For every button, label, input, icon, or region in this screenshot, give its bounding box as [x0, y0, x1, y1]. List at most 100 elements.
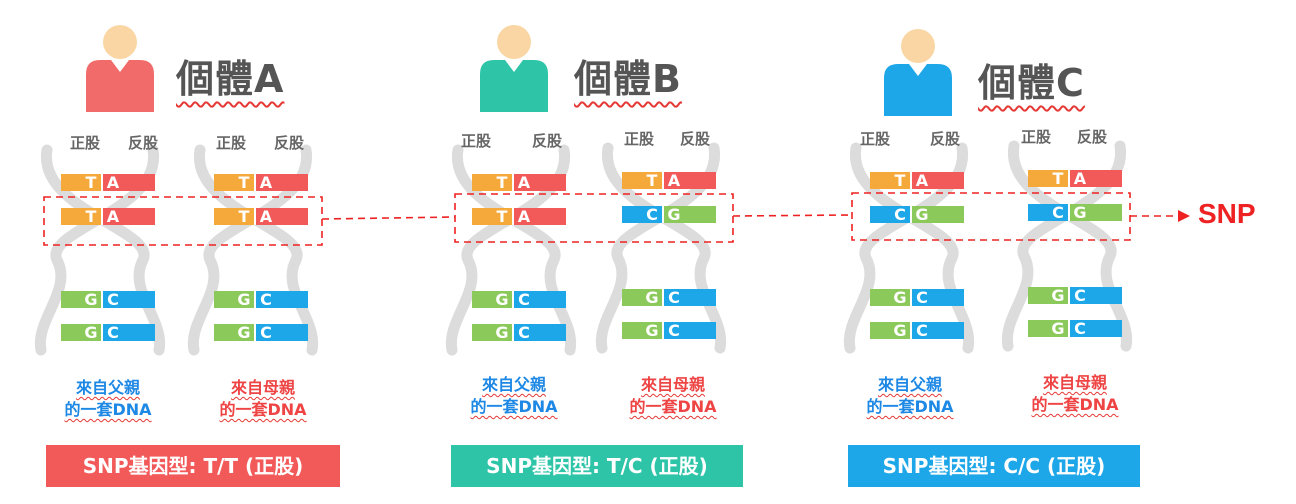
- base-G: [472, 324, 513, 341]
- base-letter: C: [1052, 203, 1064, 222]
- base-letter: G: [1051, 319, 1064, 338]
- base-G: [1028, 287, 1069, 304]
- person-icon: [884, 29, 952, 116]
- person-icon: [86, 25, 154, 112]
- base-G: [870, 289, 911, 306]
- base-T: [61, 208, 102, 225]
- base-letter: A: [518, 207, 531, 226]
- genotype-a: SNP基因型: T/T (正股): [46, 445, 340, 487]
- strand-label-reverse: 反股: [273, 134, 304, 152]
- genotype-b: SNP基因型: T/C (正股): [451, 445, 743, 487]
- base-letter: T: [497, 207, 508, 226]
- base-letter: G: [915, 205, 928, 224]
- person-shirt: [884, 64, 952, 116]
- base-letter: C: [518, 290, 530, 309]
- base-T: [1028, 170, 1069, 187]
- base-letter: C: [668, 288, 680, 307]
- base-letter: G: [645, 321, 658, 340]
- base-C: [513, 324, 566, 341]
- base-letter: G: [893, 288, 906, 307]
- base-C: [102, 324, 155, 341]
- person-collar: [909, 64, 927, 76]
- base-G: [911, 206, 964, 223]
- strand-label-forward: 正股: [1020, 128, 1051, 146]
- base-A: [102, 174, 155, 191]
- base-letter: C: [518, 323, 530, 342]
- individual-a-title: 個體A: [176, 57, 285, 101]
- snp-label: SNP: [1198, 198, 1256, 229]
- base-letter: T: [239, 173, 250, 192]
- base-letter: G: [495, 290, 508, 309]
- strand-label-forward: 正股: [69, 134, 100, 152]
- base-G: [214, 324, 255, 341]
- base-letter: G: [1073, 203, 1086, 222]
- person-head: [901, 29, 935, 63]
- base-T: [622, 172, 663, 189]
- base-letter: C: [260, 290, 272, 309]
- base-letter: T: [86, 173, 97, 192]
- strand-label-forward: 正股: [460, 132, 491, 150]
- base-letter: G: [84, 290, 97, 309]
- base-C: [622, 206, 663, 223]
- base-G: [214, 291, 255, 308]
- individual-c-title: 個體C: [978, 61, 1085, 105]
- base-A: [1069, 170, 1122, 187]
- base-letter: A: [107, 173, 120, 192]
- base-C: [1069, 287, 1122, 304]
- base-G: [663, 206, 716, 223]
- base-A: [255, 208, 308, 225]
- snp-highlight-box: [454, 193, 734, 243]
- person-shirt: [86, 60, 154, 112]
- base-letter: C: [260, 323, 272, 342]
- base-letter: G: [495, 323, 508, 342]
- strand-label-reverse: 反股: [929, 130, 960, 148]
- base-letter: T: [239, 207, 250, 226]
- origin-father-c: 來自父親 的一套DNA: [866, 375, 954, 416]
- base-T: [472, 174, 513, 191]
- person-shirt: [480, 60, 548, 112]
- base-letter: G: [237, 290, 250, 309]
- base-G: [61, 291, 102, 308]
- base-C: [911, 322, 964, 339]
- base-G: [622, 322, 663, 339]
- base-letter: G: [84, 323, 97, 342]
- base-C: [1069, 320, 1122, 337]
- base-C: [911, 289, 964, 306]
- base-A: [663, 172, 716, 189]
- base-G: [61, 324, 102, 341]
- base-letter: C: [107, 290, 119, 309]
- base-letter: T: [86, 207, 97, 226]
- base-A: [255, 174, 308, 191]
- base-A: [102, 208, 155, 225]
- base-T: [214, 208, 255, 225]
- base-letter: T: [647, 171, 658, 190]
- strand-label-reverse: 反股: [679, 130, 710, 148]
- base-letter: G: [893, 321, 906, 340]
- base-letter: C: [894, 205, 906, 224]
- strand-label-reverse: 反股: [1076, 128, 1107, 146]
- base-G: [622, 289, 663, 306]
- person-collar: [505, 60, 523, 72]
- snp-connector-line: [732, 214, 853, 217]
- base-letter: A: [260, 173, 273, 192]
